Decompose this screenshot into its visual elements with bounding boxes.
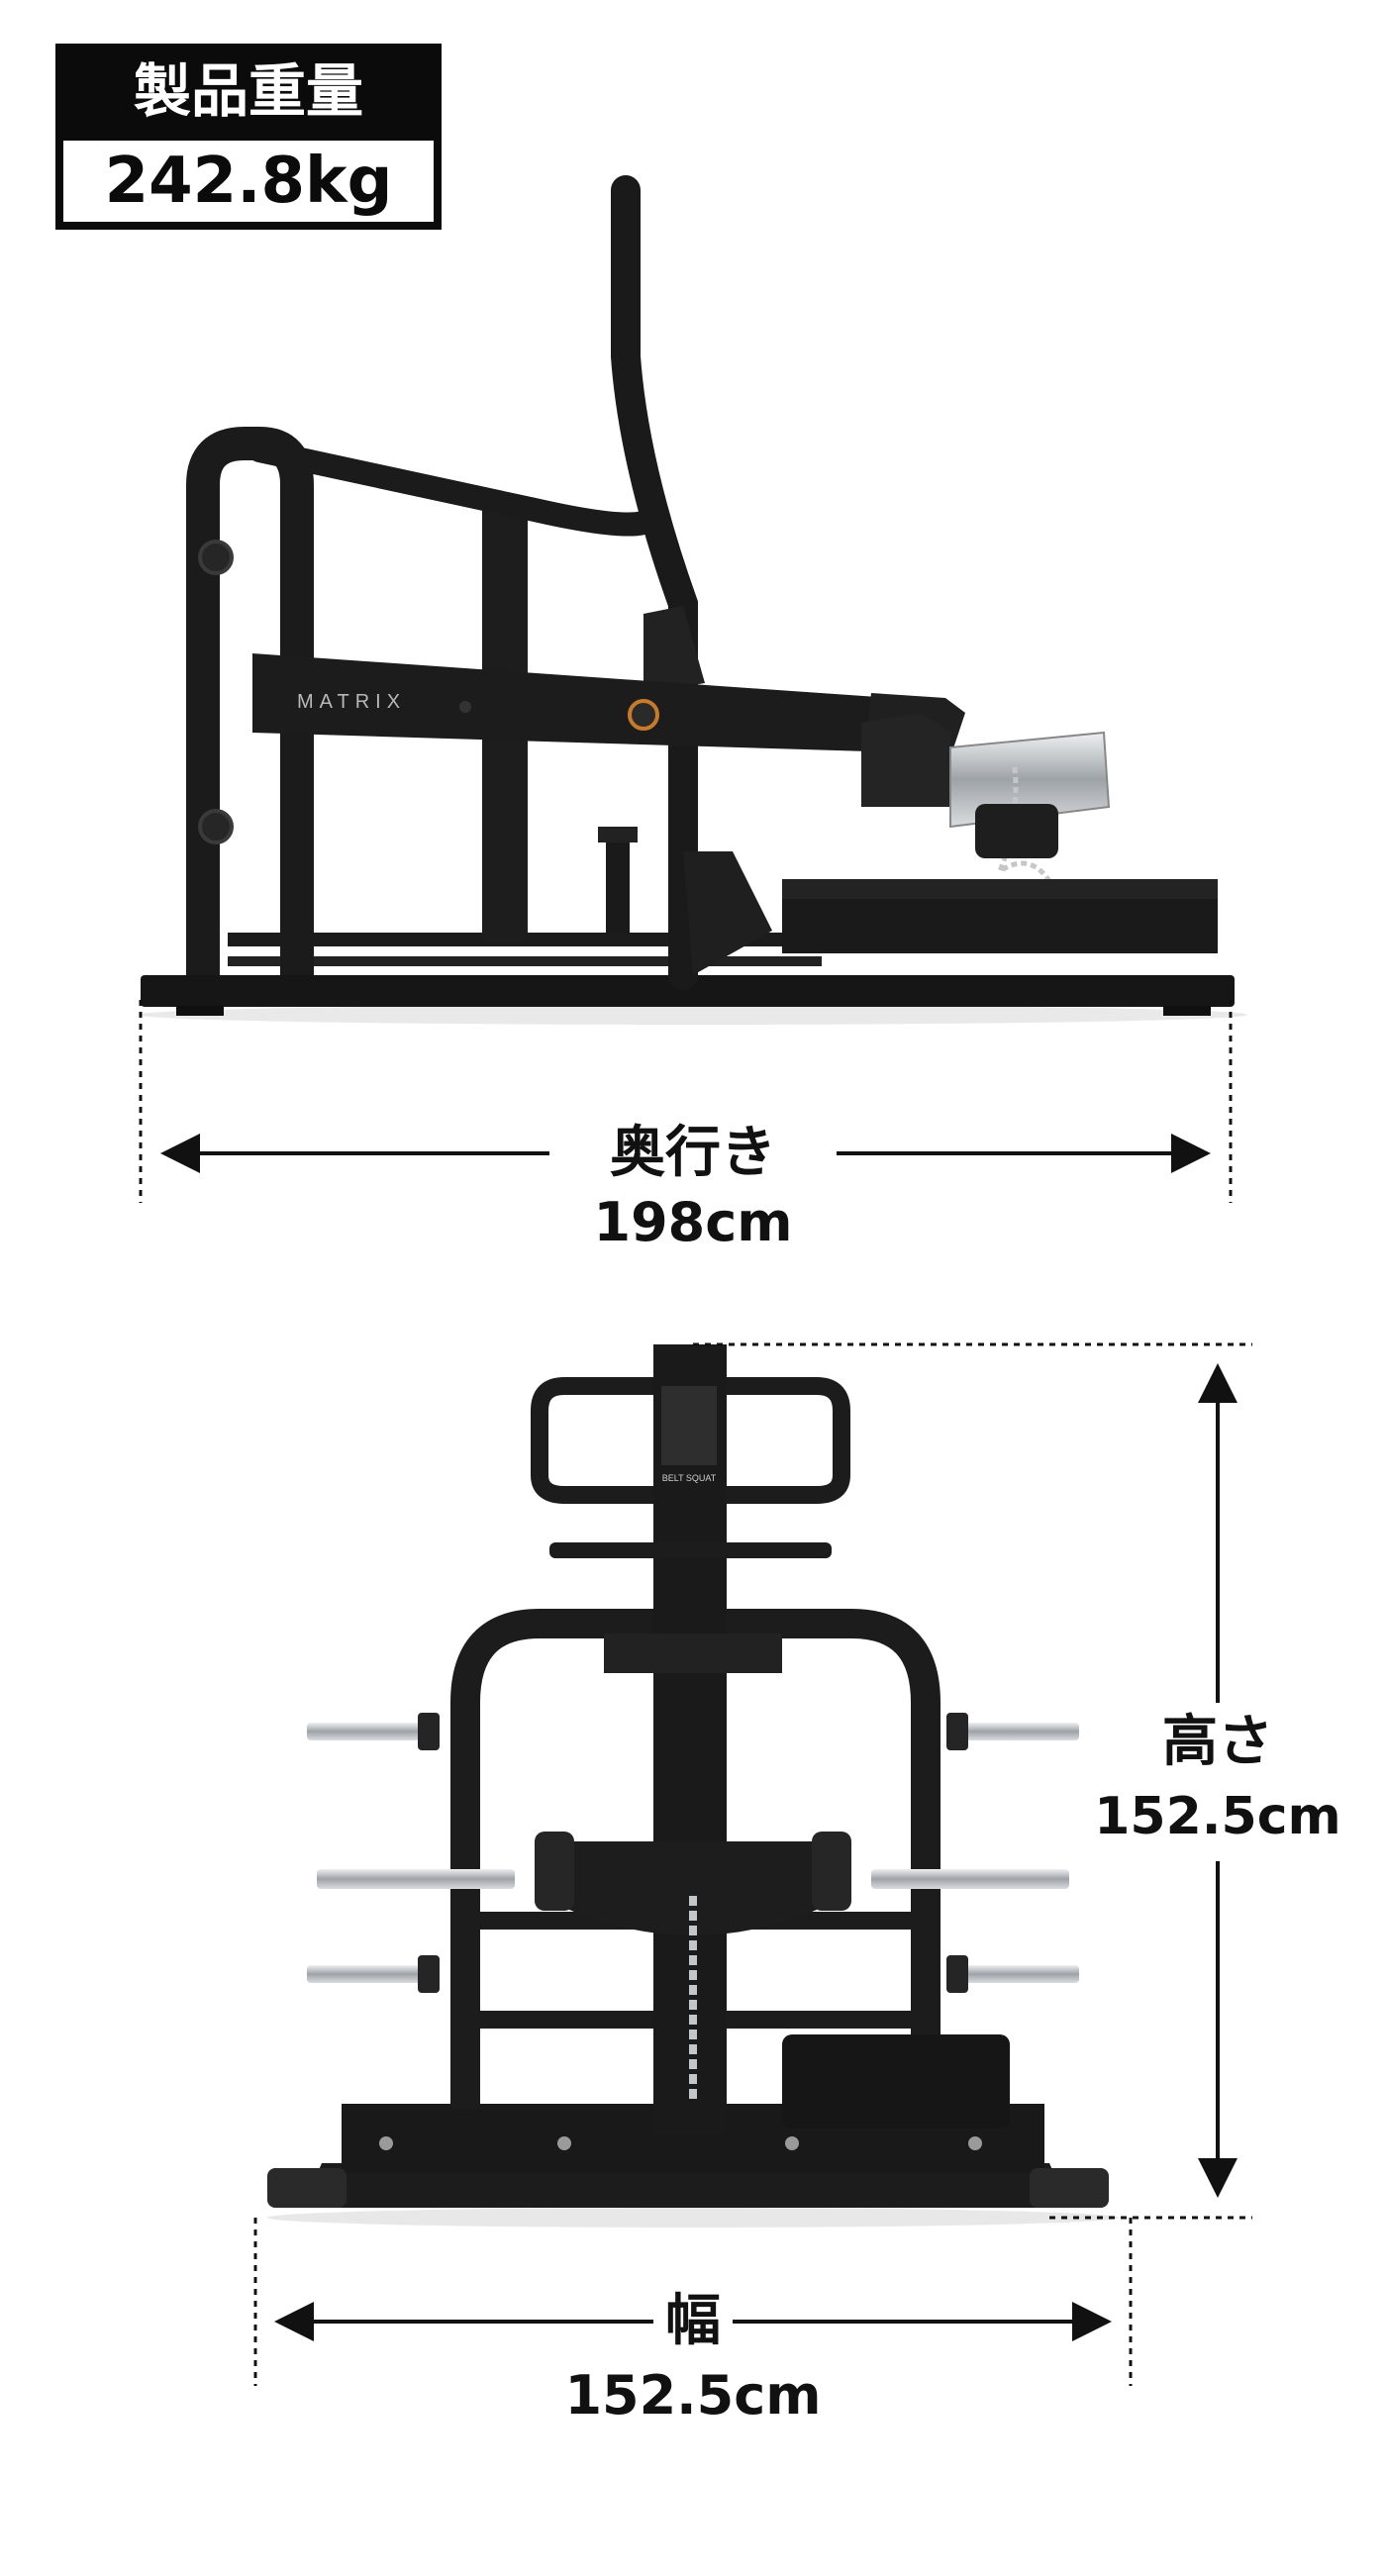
depth-value: 198cm: [593, 1191, 793, 1253]
front-base: [302, 2163, 1069, 2208]
horn-left-low: [307, 1965, 431, 1983]
width-label: 幅: [665, 2289, 721, 2353]
horn-left-top: [307, 1723, 431, 1740]
height-value: 152.5cm: [1094, 1787, 1341, 1846]
weight-label: 製品重量: [133, 57, 363, 125]
side-view-machine: MATRIX: [139, 175, 1247, 1025]
weight-value: 242.8kg: [104, 145, 393, 218]
side-belt: [975, 804, 1058, 858]
side-knob-upper: [198, 540, 234, 575]
front-belt: [782, 2034, 1010, 2129]
front-view-machine: BELT SQUAT: [267, 1344, 1119, 2228]
weight-value-box: 242.8kg: [63, 141, 434, 222]
depth-dimension: [139, 1000, 1233, 1203]
width-value: 152.5cm: [564, 2364, 822, 2427]
horn-left-mid: [317, 1869, 515, 1889]
front-sticker: [661, 1386, 717, 1465]
height-dimension: [693, 1342, 1252, 2220]
side-platform: [782, 899, 1218, 953]
height-label: 高さ: [1162, 1710, 1273, 1774]
width-dimension: [253, 2218, 1133, 2386]
front-sticker-text: BELT SQUAT: [662, 1473, 717, 1483]
side-lever-arm: [252, 653, 901, 752]
horn-right-top: [955, 1723, 1079, 1740]
pivot-ring: [628, 699, 659, 731]
weight-badge: 製品重量 242.8kg: [55, 44, 442, 230]
side-brand-logo: MATRIX: [297, 691, 406, 713]
depth-label: 奥行き: [610, 1121, 776, 1185]
side-hook-plate: [949, 731, 1111, 829]
horn-right-low: [955, 1965, 1079, 1983]
side-base-rail: [141, 975, 1235, 1007]
side-knob-lower: [198, 809, 234, 844]
horn-right-mid: [871, 1869, 1069, 1889]
